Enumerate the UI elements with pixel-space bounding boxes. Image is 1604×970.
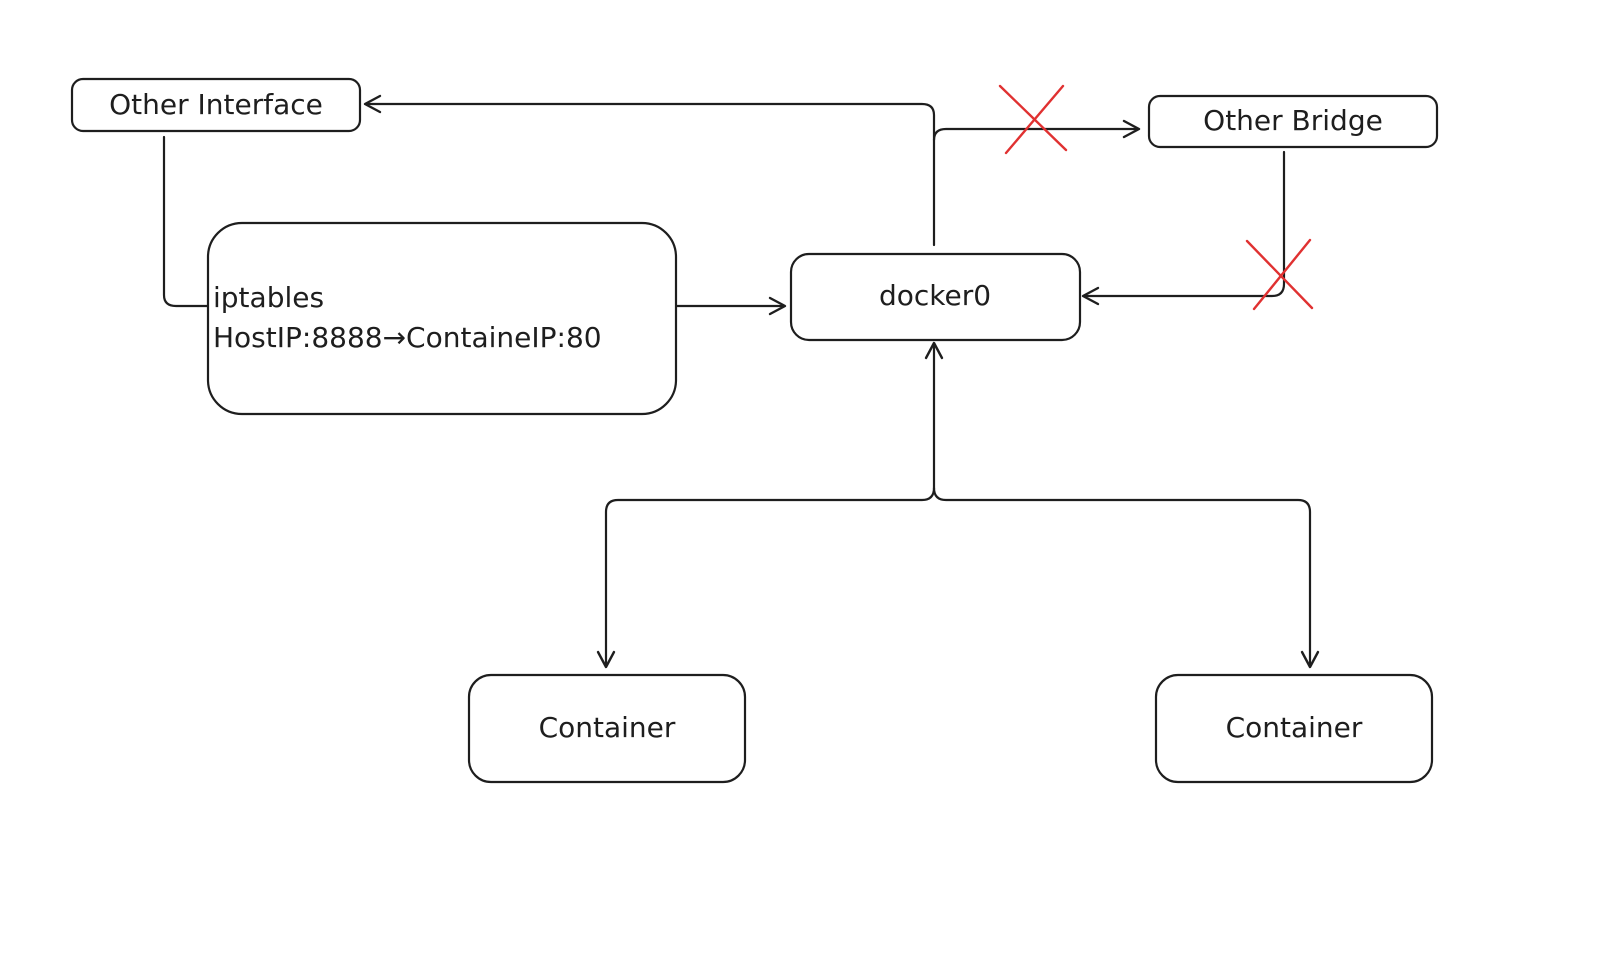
arrowhead-other-bridge <box>1122 119 1141 139</box>
node-other-bridge[interactable]: Other Bridge <box>1147 94 1439 149</box>
container-left-label: Container <box>539 711 676 744</box>
node-other-interface[interactable]: Other Interface <box>70 77 362 133</box>
arrowhead-docker0-bottom <box>924 341 944 360</box>
container-right-label: Container <box>1226 711 1363 744</box>
arrowhead-docker0-right <box>1081 286 1100 306</box>
other-interface-label: Other Interface <box>109 88 323 121</box>
node-container-right[interactable]: Container <box>1154 673 1434 784</box>
arrowhead-container-right <box>1300 650 1320 669</box>
docker0-label: docker0 <box>879 279 991 312</box>
edge-other-interface-to-iptables <box>162 135 210 308</box>
node-docker0[interactable]: docker0 <box>789 252 1082 342</box>
other-bridge-label: Other Bridge <box>1203 104 1383 137</box>
edge-iptables-to-docker0 <box>675 296 787 316</box>
iptables-title: iptables <box>213 281 324 314</box>
edge-docker0-to-other-bridge <box>932 119 1141 142</box>
arrowhead-other-interface <box>363 94 382 114</box>
arrowhead-container-left <box>596 650 616 669</box>
node-iptables[interactable]: iptables HostIP:8888→ContaineIP:80 <box>206 221 678 416</box>
blocked-cross-top <box>998 84 1068 155</box>
edge-docker0-to-other-interface <box>363 94 936 247</box>
edge-other-bridge-to-docker0 <box>1081 150 1286 306</box>
node-container-left[interactable]: Container <box>467 673 747 784</box>
blocked-cross-right <box>1245 238 1314 311</box>
iptables-rule: HostIP:8888→ContaineIP:80 <box>213 321 602 354</box>
edge-docker0-to-containers <box>596 341 1320 669</box>
arrowhead-docker0-left <box>768 296 787 316</box>
